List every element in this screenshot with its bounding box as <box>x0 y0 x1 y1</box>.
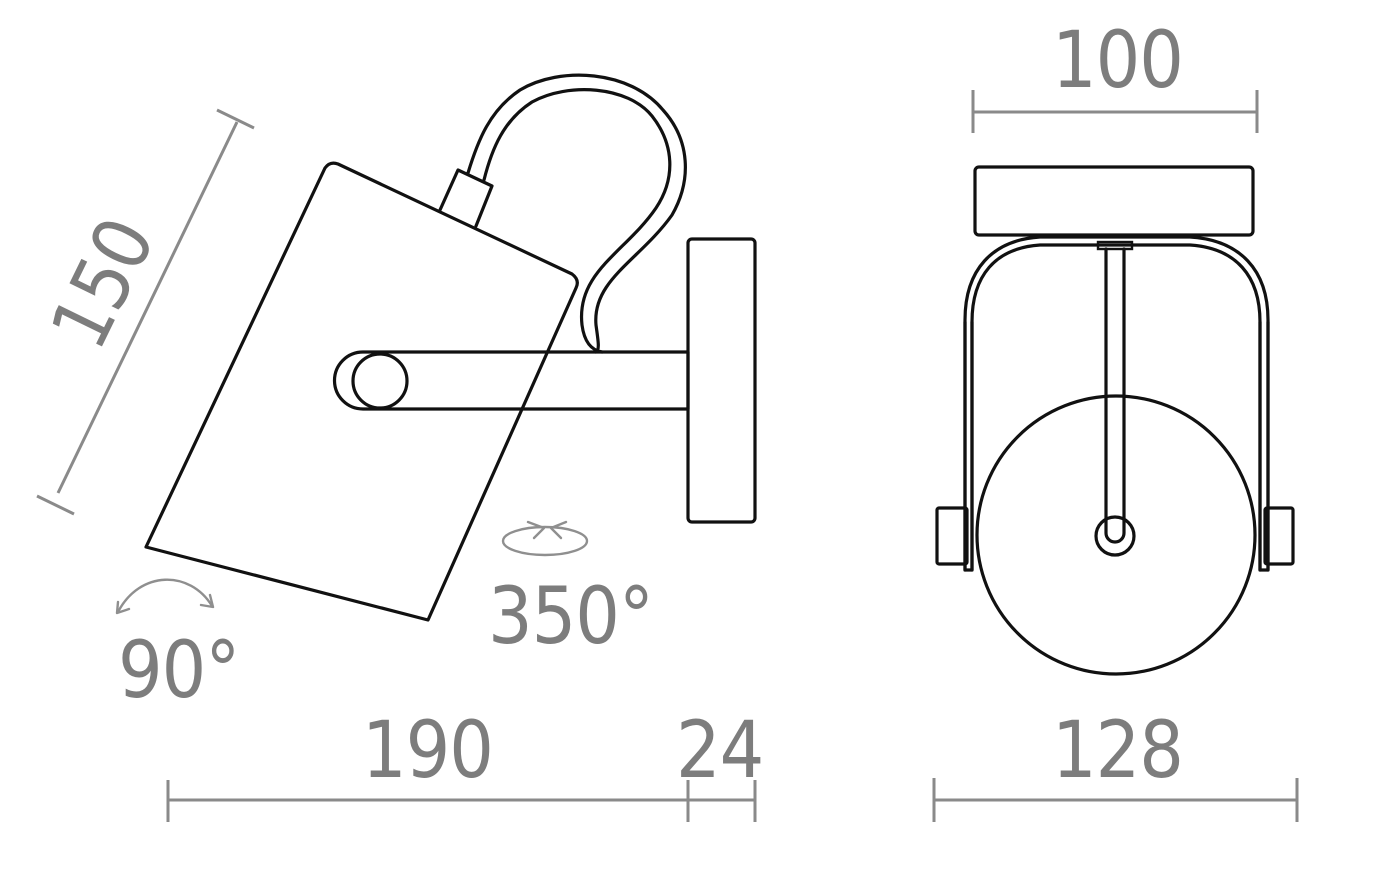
lamp-head-disc <box>975 394 1257 676</box>
yoke-bracket <box>963 235 1270 572</box>
center-stem <box>1094 240 1136 557</box>
tilt-arc-arrows-icon <box>115 578 215 615</box>
dimension-150 <box>36 108 255 516</box>
front-base-plate <box>973 165 1255 237</box>
rotate-360-arrows-icon <box>501 520 589 557</box>
dimension-label-100: 100 <box>1052 16 1184 106</box>
front-view <box>932 90 1299 822</box>
left-pivot-knob <box>935 506 969 566</box>
dimension-label-190: 190 <box>362 706 494 796</box>
dimension-128 <box>932 778 1299 822</box>
dimension-190-24 <box>166 780 757 822</box>
tilt-angle-label: 90° <box>118 626 240 716</box>
dimension-label-24: 24 <box>676 706 764 796</box>
right-pivot-knob <box>1263 506 1295 566</box>
swivel-angle-label: 350° <box>488 572 654 662</box>
wall-base-plate <box>686 237 757 524</box>
power-cable <box>466 73 687 354</box>
dimension-label-128: 128 <box>1052 706 1184 796</box>
cable-connector <box>438 168 494 228</box>
lamp-shade <box>144 161 579 622</box>
support-arm <box>332 350 690 411</box>
dimension-100 <box>971 90 1259 133</box>
side-view <box>36 73 757 822</box>
